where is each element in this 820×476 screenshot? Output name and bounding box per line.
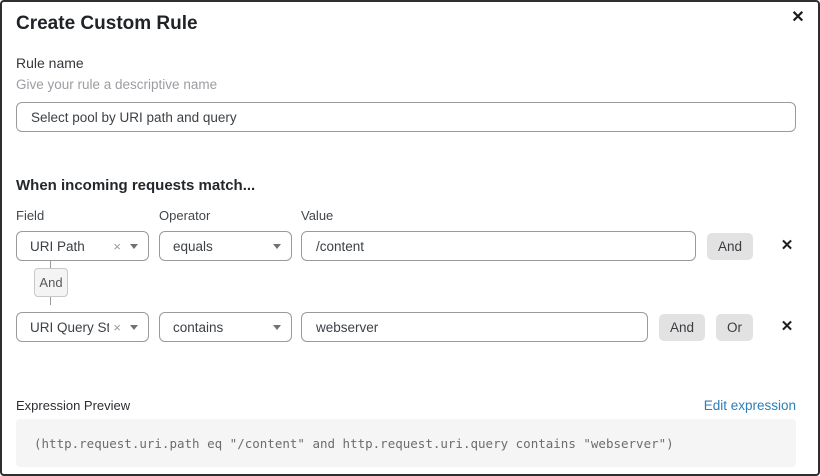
close-icon[interactable]: ✕ (787, 7, 809, 29)
and-button[interactable]: And (706, 232, 753, 260)
clear-selection-icon[interactable]: × (113, 238, 121, 254)
value-input[interactable] (301, 312, 648, 342)
expression-preview-label: Expression Preview (16, 398, 131, 413)
chevron-down-icon (130, 324, 138, 330)
value-input[interactable] (301, 231, 696, 261)
field-select[interactable]: URI Query St... × (16, 312, 149, 342)
condition-row: URI Path × equals And ✕ (16, 231, 796, 261)
value-column-label: Value (301, 208, 334, 223)
chevron-down-icon (273, 243, 281, 249)
chevron-down-icon (273, 324, 281, 330)
dialog-title: Create Custom Rule (16, 13, 198, 34)
operator-select-value: equals (173, 238, 213, 254)
edit-expression-link[interactable]: Edit expression (703, 398, 796, 413)
remove-condition-icon[interactable]: ✕ (778, 317, 796, 337)
operator-select[interactable]: equals (159, 231, 292, 261)
field-select-value: URI Path (30, 238, 85, 254)
operator-select[interactable]: contains (159, 312, 292, 342)
or-button[interactable]: Or (716, 313, 753, 341)
field-select-value: URI Query St... (30, 319, 110, 335)
rule-name-hint: Give your rule a descriptive name (16, 77, 218, 92)
condition-row: URI Query St... × contains And Or ✕ (16, 312, 796, 342)
operator-column-label: Operator (159, 208, 211, 223)
rule-name-label: Rule name (16, 55, 84, 71)
and-button[interactable]: And (658, 313, 705, 341)
field-select[interactable]: URI Path × (16, 231, 149, 261)
match-heading: When incoming requests match... (16, 177, 256, 194)
expression-code-block: (http.request.uri.path eq "/content" and… (16, 419, 796, 467)
remove-condition-icon[interactable]: ✕ (778, 236, 796, 256)
rule-name-input[interactable] (16, 102, 796, 132)
operator-select-value: contains (173, 319, 224, 335)
chevron-down-icon (130, 243, 138, 249)
condition-connector: And (34, 261, 68, 305)
expression-preview-header: Expression Preview Edit expression (16, 398, 796, 414)
condition-column-labels: Field Operator Value (16, 208, 796, 224)
field-column-label: Field (16, 208, 45, 223)
connector-and-chip[interactable]: And (34, 268, 68, 297)
clear-selection-icon[interactable]: × (113, 319, 121, 335)
